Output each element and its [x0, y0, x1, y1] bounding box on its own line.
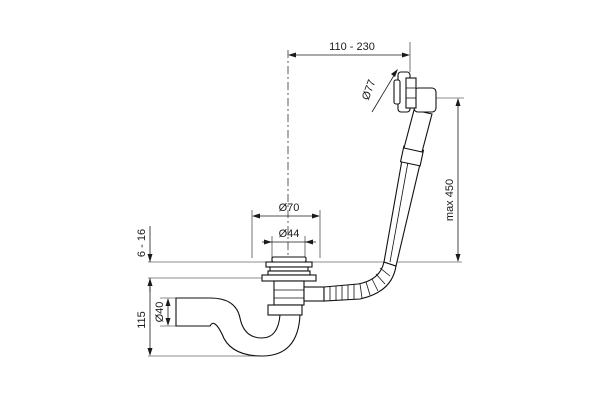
dia44-arrow-left — [264, 239, 272, 245]
trap-dia-arrow-bottom — [165, 318, 171, 326]
dia70-label: Ø70 — [279, 202, 300, 214]
max-height-arrow-bottom — [455, 254, 461, 262]
trap-dia-label: Ø40 — [154, 302, 166, 323]
offset-dimension: 110 - 230 — [288, 41, 411, 72]
hose-horizontal — [323, 261, 397, 302]
corrugation-6 — [359, 283, 363, 299]
overflow-dia-arrow — [391, 69, 398, 77]
corrugation-7 — [365, 281, 371, 296]
trap-height-dimension: 115 — [136, 280, 153, 356]
max-height-label: max 450 — [444, 179, 456, 221]
offset-arrow-left — [288, 52, 296, 58]
trap-height-arrow-bottom — [147, 348, 153, 356]
flexible-hose — [323, 109, 433, 302]
waste-body — [273, 280, 305, 306]
plug-ring — [269, 266, 309, 272]
offset-arrow-right — [402, 52, 410, 58]
corrugation-8 — [371, 278, 379, 292]
trap-outer-pipe — [175, 297, 301, 357]
dia70-arrow-right — [312, 213, 320, 219]
overflow-cap — [393, 79, 401, 105]
rim-thickness-label: 6 - 16 — [136, 229, 148, 257]
offset-label: 110 - 230 — [329, 41, 375, 53]
trap-height-label: 115 — [136, 311, 148, 329]
waste-fitting — [261, 256, 325, 316]
overflow-dia-dimension: Ø77 — [360, 69, 398, 113]
overflow-pipe — [403, 109, 433, 153]
dia44-arrow-right — [305, 239, 313, 245]
overflow-nut — [405, 77, 417, 109]
reference-lines — [148, 50, 462, 357]
trap-bend — [175, 297, 301, 357]
corrugation-10 — [379, 267, 391, 277]
plug-ring-2 — [267, 270, 311, 276]
waste-dia-dimensions: Ø70 Ø44 — [251, 202, 321, 258]
trap-nut — [267, 304, 303, 316]
trap-dia-arrow-top — [165, 298, 171, 306]
corrugation-9 — [375, 273, 386, 285]
hose-corrugation — [329, 267, 391, 301]
hose-riser — [383, 159, 421, 267]
max-height-dimension: max 450 — [428, 97, 464, 262]
rim-arrow-top — [147, 254, 153, 262]
overflow-head — [393, 71, 437, 113]
dia44-label: Ø44 — [279, 228, 300, 240]
plug-flange — [265, 261, 313, 268]
max-height-arrow-top — [455, 98, 461, 106]
waste-outlet-stub — [303, 286, 325, 302]
overflow-dia-label: Ø77 — [360, 78, 378, 102]
rim-nut — [261, 274, 317, 282]
overflow-dia-line — [371, 71, 397, 113]
dia70-arrow-left — [252, 213, 260, 219]
hose-riser-inner — [389, 161, 409, 263]
plug-cap — [271, 256, 307, 263]
overflow-elbow — [413, 87, 437, 113]
trap-dia-dimension: Ø40 — [154, 297, 180, 327]
